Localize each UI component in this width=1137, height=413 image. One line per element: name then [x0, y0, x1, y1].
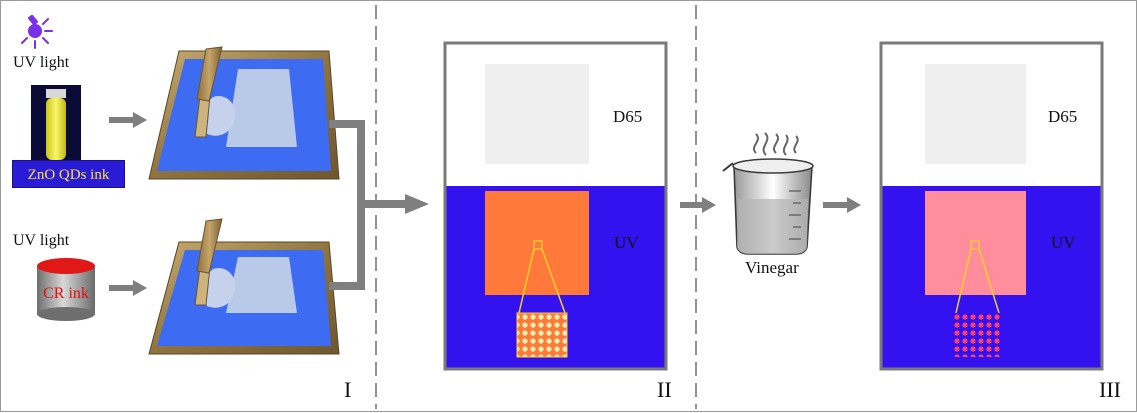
uv-lamp-icon [21, 14, 53, 49]
uv-light-label-bottom: UV light [13, 232, 70, 249]
vinegar-label: Vinegar [745, 258, 799, 277]
beaker-icon [722, 132, 814, 255]
d65-label-panel-2: D65 [613, 107, 643, 126]
screen-frame-bottom [148, 218, 340, 355]
d65-label-panel-3: D65 [1048, 107, 1078, 126]
panel-2 [443, 41, 668, 371]
stage-label-3: III [1099, 377, 1121, 402]
uv-label-panel-2: UV [614, 233, 639, 252]
stage-label-1: I [344, 377, 352, 402]
ink-can-icon [37, 258, 95, 321]
panel-3 [879, 41, 1104, 371]
zno-ink-label: ZnO QDs ink [12, 160, 125, 188]
screen-frame-top [148, 46, 340, 180]
uv-label-panel-3: UV [1051, 233, 1076, 252]
cr-ink-label: CR ink [43, 285, 89, 302]
vial-icon [31, 85, 81, 163]
arrow-to-bottom-frame [109, 280, 147, 296]
arrow-to-top-frame [109, 112, 147, 128]
arrow-to-beaker [680, 197, 716, 213]
uv-light-label-top: UV light [13, 54, 70, 71]
stage-label-2: II [657, 377, 672, 402]
arrow-to-panel-3 [823, 197, 861, 213]
merge-connector [329, 120, 429, 290]
